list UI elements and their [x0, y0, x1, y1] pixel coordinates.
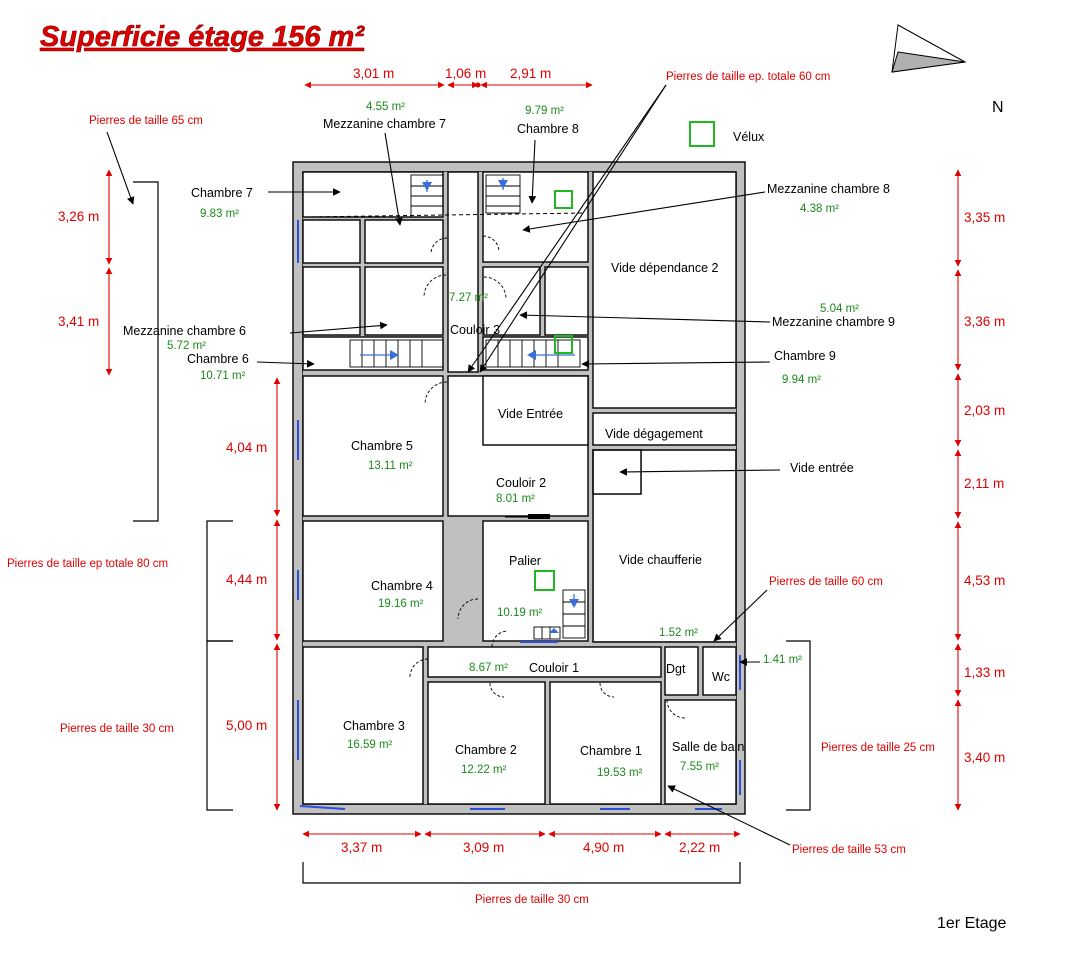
room-area: 9.94 m² [782, 374, 821, 386]
north-arrow-icon [891, 24, 967, 73]
dimension-right: 4,53 m [964, 573, 1005, 588]
room-area: 5.04 m² [820, 303, 859, 315]
dimension-top: 2,91 m [510, 66, 551, 81]
room-name: Chambre 9 [774, 349, 836, 363]
room-area: 13.11 m² [368, 460, 413, 472]
windows [297, 220, 741, 810]
dimension-left: 5,00 m [226, 718, 267, 733]
room-name: Wc [712, 670, 730, 684]
room-area: 5.72 m² [167, 340, 206, 352]
room-area: 12.22 m² [461, 764, 507, 776]
room-area: 7.55 m² [680, 761, 719, 773]
room-name: Vide dépendance 2 [611, 261, 719, 275]
room-area: 16.59 m² [347, 739, 393, 751]
dimension-top: 1,06 m [445, 66, 486, 81]
room-area: 1.41 m² [763, 654, 802, 666]
room-name: Salle de bain [672, 740, 744, 754]
room-name: Dgt [666, 662, 686, 676]
stone-note: Pierres de taille ep totale 80 cm [7, 558, 168, 570]
velux-window-icon [534, 570, 555, 591]
room-labels: Chambre 7 9.83 m² 4.55 m² Mezzanine cham… [123, 101, 895, 779]
room-name: Chambre 5 [351, 439, 413, 453]
stone-note: Pierres de taille 25 cm [821, 742, 935, 754]
room-area: 9.79 m² [525, 105, 564, 117]
room-area: 8.01 m² [496, 493, 535, 505]
room-name: Chambre 6 [187, 352, 249, 366]
stone-note: Pierres de taille 53 cm [792, 844, 906, 856]
dimension-left: 4,04 m [226, 440, 267, 455]
room-name: Mezzanine chambre 6 [123, 324, 246, 338]
page-title: Superficie étage 156 m² [40, 21, 365, 53]
room-name: Vide entrée [790, 461, 854, 475]
dimension-bottom: 4,90 m [583, 840, 624, 855]
room-name: Vide chaufferie [619, 553, 702, 567]
room-area: 10.19 m² [497, 607, 543, 619]
dimension-right: 3,40 m [964, 750, 1005, 765]
north-label: N [992, 99, 1004, 116]
dimension-top: 3,01 m [353, 66, 394, 81]
room-area: 8.67 m² [469, 662, 508, 674]
velux-legend-icon [689, 121, 715, 147]
room-name: Couloir 1 [529, 661, 579, 675]
room-area: 4.55 m² [366, 101, 405, 113]
room-name: Chambre 1 [580, 744, 642, 758]
room-name: Couloir 2 [496, 476, 546, 490]
dimension-left: 3,26 m [58, 209, 99, 224]
dimension-left: 4,44 m [226, 572, 267, 587]
stone-note: Pierres de taille ep. totale 60 cm [666, 71, 830, 83]
room-name: Vide dégagement [605, 427, 703, 441]
room-name: Mezzanine chambre 9 [772, 315, 895, 329]
room-name: Chambre 3 [343, 719, 405, 733]
room-name: Chambre 2 [455, 743, 517, 757]
dimension-bottom: 3,09 m [463, 840, 504, 855]
room-name: Mezzanine chambre 8 [767, 182, 890, 196]
room-area: 7.27 m² [449, 292, 488, 304]
velux-window-icon [554, 335, 573, 354]
dimension-right: 3,36 m [964, 314, 1005, 329]
room-name: Mezzanine chambre 7 [323, 117, 446, 131]
dimension-right: 2,03 m [964, 403, 1005, 418]
dimension-bottom: 3,37 m [341, 840, 382, 855]
room-name: Palier [509, 554, 541, 568]
dimension-lines: 3,01 m 1,06 m 2,91 m 3,37 m 3,09 m 4,90 … [58, 66, 1005, 855]
label-pointers [256, 132, 781, 476]
room-name: Chambre 4 [371, 579, 433, 593]
dimension-left: 3,41 m [58, 314, 99, 329]
room-area: 19.53 m² [597, 767, 643, 779]
room-area: 4.38 m² [800, 203, 839, 215]
stone-note: Pierres de taille 60 cm [769, 576, 883, 588]
room-name: Chambre 7 [191, 186, 253, 200]
door-swings [409, 235, 686, 719]
dimension-right: 3,35 m [964, 210, 1005, 225]
dimension-right: 1,33 m [964, 665, 1005, 680]
room-area: 19.16 m² [378, 598, 424, 610]
room-area: 10.71 m² [200, 370, 246, 382]
room-area: 1.52 m² [659, 627, 698, 639]
room-name: Chambre 8 [517, 122, 579, 136]
dimension-right: 2,11 m [964, 476, 1004, 491]
room-name: Vide Entrée [498, 407, 563, 421]
velux-legend-label: Vélux [733, 130, 765, 144]
velux-window-icon [554, 190, 573, 209]
stone-note: Pierres de taille 65 cm [89, 115, 203, 127]
stone-note: Pierres de taille 30 cm [475, 894, 589, 906]
room-name: Couloir 3 [450, 323, 500, 337]
dimension-bottom: 2,22 m [679, 840, 720, 855]
floor-label: 1er Etage [937, 915, 1006, 932]
room-shapes [302, 171, 737, 805]
stairs [349, 174, 586, 640]
room-area: 9.83 m² [200, 208, 239, 220]
stone-notes: Pierres de taille ep. totale 60 cm Pierr… [7, 71, 935, 906]
stone-note: Pierres de taille 30 cm [60, 723, 174, 735]
